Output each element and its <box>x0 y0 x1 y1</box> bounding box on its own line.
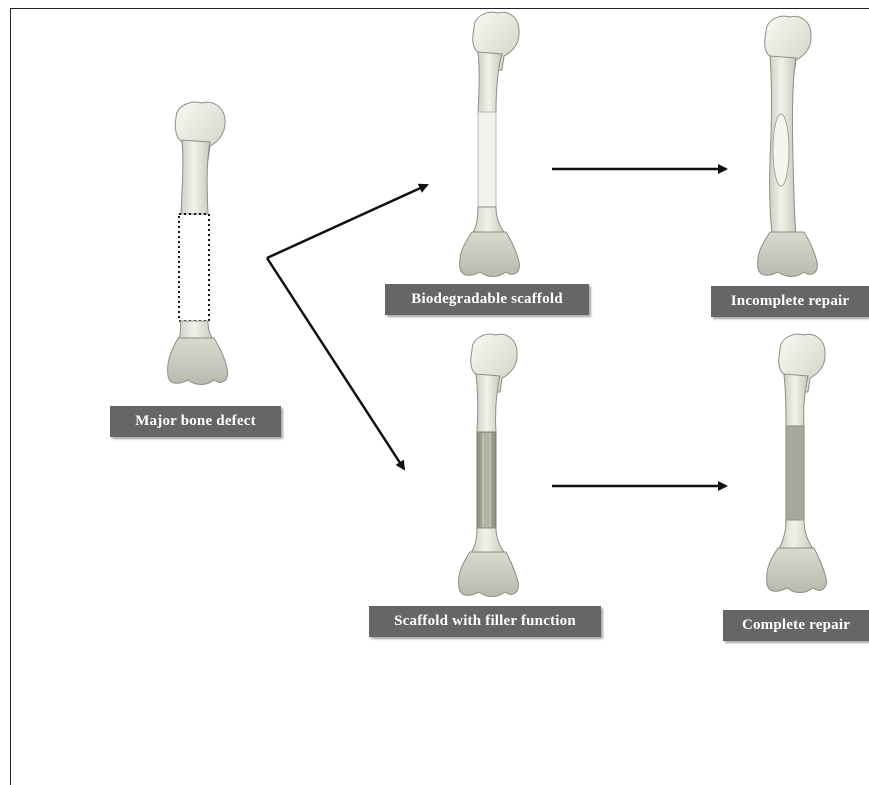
bone-distal-end <box>168 338 228 385</box>
bone-distal-end <box>758 232 818 277</box>
bone-distal-end <box>767 548 827 593</box>
bone-incomplete-repair <box>758 16 818 276</box>
defect-gap-outline <box>179 214 209 321</box>
label-biodegradable-scaffold: Biodegradable scaffold <box>385 284 589 315</box>
bone-upper-shaft <box>784 374 808 426</box>
bone-lower-shaft <box>778 520 814 550</box>
regenerated-segment <box>786 426 804 520</box>
bone-distal-end <box>459 552 519 597</box>
bone-major-defect <box>168 102 228 384</box>
label-major-bone-defect: Major bone defect <box>110 406 281 437</box>
bone-upper-shaft <box>478 52 502 112</box>
label-incomplete-repair: Incomplete repair <box>711 286 869 317</box>
bone-scaffold-filler <box>459 334 519 596</box>
incomplete-defect-hollow <box>773 114 789 186</box>
bone-complete-repair <box>767 334 827 592</box>
bone-lower-shaft <box>178 321 214 340</box>
bone-upper-shaft <box>476 374 500 432</box>
bone-upper-shaft <box>181 140 210 214</box>
bone-lower-shaft <box>472 207 506 234</box>
arrow-to-filler <box>267 258 404 469</box>
bone-lower-shaft <box>470 528 506 554</box>
arrow-to-biodegradable <box>267 185 427 258</box>
label-scaffold-filler-function: Scaffold with filler function <box>369 606 601 637</box>
bone-biodegradable-scaffold <box>460 12 520 276</box>
scaffold-filler-segment <box>477 432 496 528</box>
bone-distal-end <box>460 232 520 277</box>
scaffold-light-segment <box>478 112 496 207</box>
label-complete-repair: Complete repair <box>723 610 869 641</box>
